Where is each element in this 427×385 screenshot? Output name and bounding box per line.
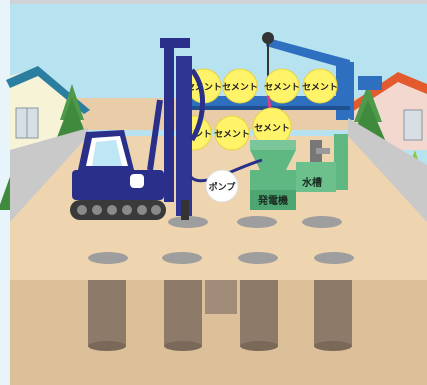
pile: [164, 280, 202, 346]
pile: [205, 280, 237, 314]
pump: ポンプ: [206, 170, 238, 202]
cement-bag: セメント: [214, 116, 250, 150]
pile: [314, 280, 352, 346]
cement-bag-label: セメント: [302, 82, 338, 93]
generator-label: 発電機: [257, 194, 288, 207]
cement-bag-label: セメント: [222, 82, 258, 93]
hole: [88, 252, 128, 264]
hole: [162, 252, 202, 264]
generator: 発電機: [250, 140, 296, 210]
hole: [238, 252, 278, 264]
cement-bag: セメント: [302, 69, 338, 103]
cement-bag: セメント: [222, 69, 258, 103]
hole: [237, 216, 277, 228]
pile: [88, 280, 126, 346]
pump-label: ポンプ: [209, 181, 237, 193]
water-tank-label: 水槽: [301, 176, 322, 189]
cement-bag-label: セメント: [214, 129, 250, 140]
hole: [302, 216, 342, 228]
cement-bag-label: セメント: [254, 123, 290, 134]
top-bar: [0, 0, 427, 4]
hole: [314, 252, 354, 264]
cement-bag-label: セメント: [264, 82, 300, 93]
pile: [240, 280, 278, 346]
